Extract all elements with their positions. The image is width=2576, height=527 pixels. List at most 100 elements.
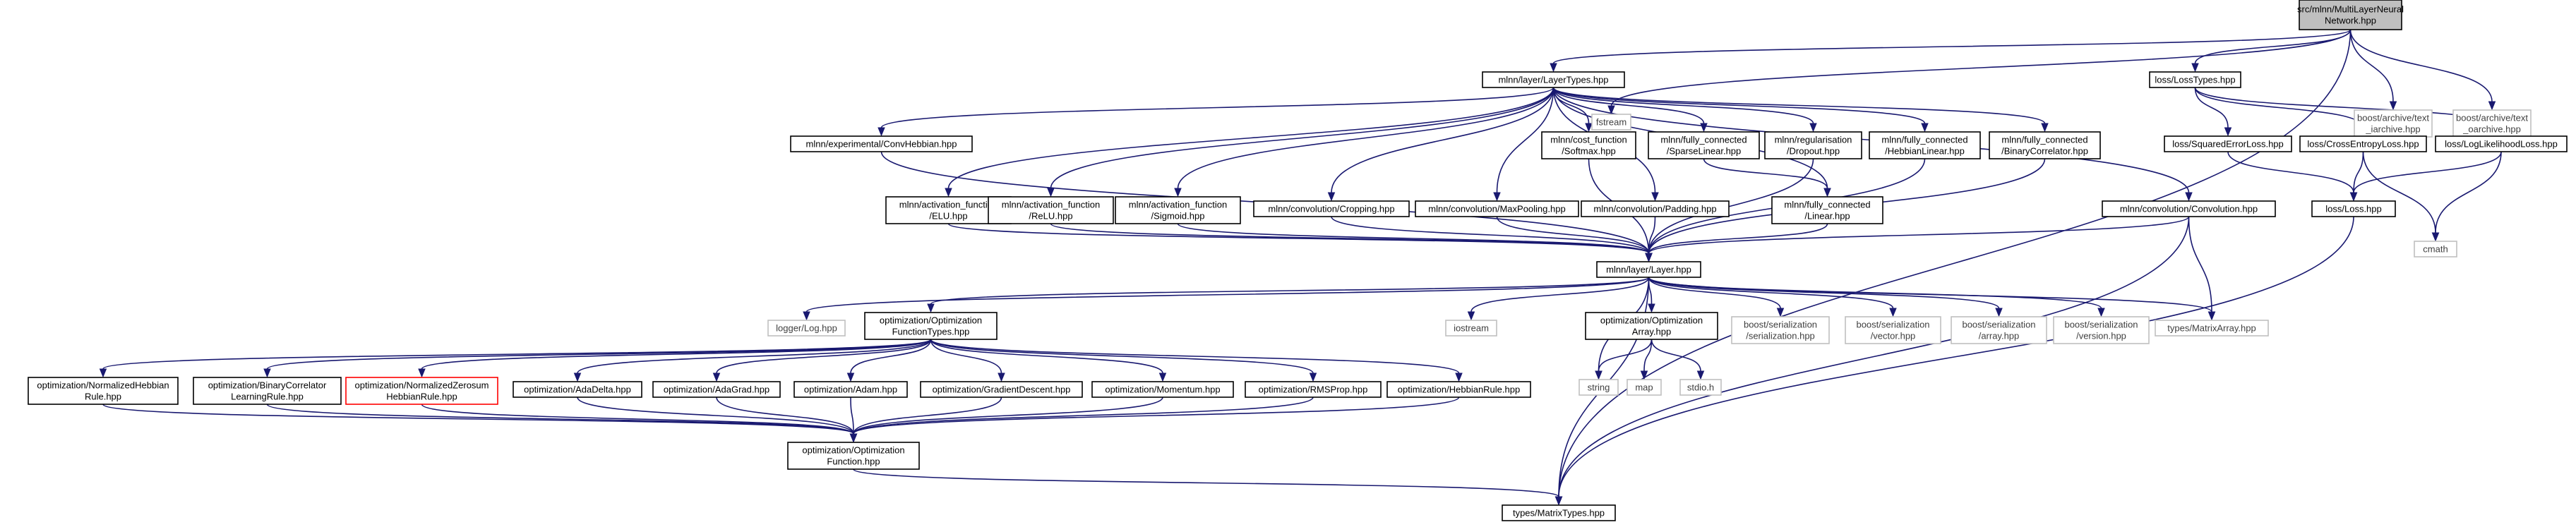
node-label: optimization/Optimization [1600,315,1703,326]
node-label: mlnn/cost_function [1550,135,1627,145]
node-optimization-optimizationfunctiontypes-hpp[interactable]: optimization/OptimizationFunctionTypes.h… [864,312,998,340]
node-box [1482,71,1625,88]
edge-opttypes-to-rmsprop [930,339,1317,382]
node-label: optimization/BinaryCorrelator [208,380,327,391]
node-mlnn-convolution-cropping-hpp[interactable]: mlnn/convolution/Cropping.hpp [1253,200,1410,217]
node-box [1091,381,1234,398]
node-string: string [1578,379,1619,396]
node-optimization-normalizedzerosumhebbianrule-hpp[interactable]: optimization/NormalizedZerosumHebbianRul… [345,377,498,405]
node-box [920,381,1083,398]
edge-layertypes-to-relu [1047,87,1554,198]
node-label: mlnn/convolution/Cropping.hpp [1268,204,1394,214]
node-label: boost/serialization [2064,320,2138,330]
node-label: src/mlnn/MultiLayerNeural [2297,4,2404,15]
node-label: _oarchive.hpp [2462,124,2521,135]
node-optimization-hebbianrule-hpp[interactable]: optimization/HebbianRule.hpp [1386,381,1531,398]
node-label: stdio.h [1687,382,1714,393]
node-label: boost/serialization [1856,320,1929,330]
node-box [1648,131,1760,159]
node-label: mlnn/layer/LayerTypes.hpp [1498,75,1608,85]
edge-root-to-boost_text_iarchive [2349,29,2397,111]
node-label: /vector.hpp [1871,331,1916,341]
edge-sparselinear-to-linear [1703,158,1831,198]
node-label: /ReLU.hpp [1029,211,1072,222]
node-mlnn-activation-function-relu-hpp[interactable]: mlnn/activation_function/ReLU.hpp [988,196,1114,224]
node-label: optimization/Optimization [880,315,982,326]
edge-convolution-to-matrixtypes [1554,216,2190,506]
node-box [2452,109,2532,138]
node-mlnn-convolution-maxpooling-hpp[interactable]: mlnn/convolution/MaxPooling.hpp [1415,200,1579,217]
edge-root-to-fstream [1607,29,2352,115]
edge-layertypes-to-elu [945,87,1554,198]
node-loss-squarederrorloss-hpp[interactable]: loss/SquaredErrorLoss.hpp [2164,135,2292,152]
node-box [1253,200,1410,217]
node-label: Function.hpp [827,456,880,467]
node-box [1627,379,1662,396]
node-label: loss/LogLikelihoodLoss.hpp [2445,139,2558,150]
edge-layertypes-to-convhebbian [877,87,1554,137]
node-label: optimization/HebbianRule.hpp [1398,384,1520,395]
node-mlnn-convolution-convolution-hpp[interactable]: mlnn/convolution/Convolution.hpp [2102,200,2276,217]
node-box [1415,200,1579,217]
node-label: LearningRule.hpp [231,392,304,402]
node-optimization-gradientdescent-hpp[interactable]: optimization/GradientDescent.hpp [920,381,1083,398]
node-optimization-rmsprop-hpp[interactable]: optimization/RMSProp.hpp [1245,381,1382,398]
node-label: mlnn/regularisation [1775,135,1852,145]
node-box [513,381,642,398]
node-label: FunctionTypes.hpp [892,327,970,337]
node-mlnn-regularisation-dropout-hpp[interactable]: mlnn/regularisation/Dropout.hpp [1764,131,1862,159]
node-label: /version.hpp [2076,331,2126,341]
node-box [1845,316,1941,344]
node-label: cmath [2423,244,2448,255]
node-label: /SparseLinear.hpp [1667,146,1742,157]
node-box [193,377,342,405]
node-box [652,381,781,398]
edge-opttypes-to-nzerosum [418,339,932,378]
node-mlnn-activation-function-sigmoid-hpp[interactable]: mlnn/activation_function/Sigmoid.hpp [1115,196,1241,224]
node-label: optimization/Adam.hpp [804,384,897,395]
node-optimization-adam-hpp[interactable]: optimization/Adam.hpp [793,381,908,398]
node-mlnn-fully-connected-hebbianlinear-hpp[interactable]: mlnn/fully_connected/HebbianLinear.hpp [1869,131,1981,159]
node-mlnn-fully-connected-linear-hpp[interactable]: mlnn/fully_connected/Linear.hpp [1771,196,1883,224]
node-mlnn-cost-function-softmax-hpp[interactable]: mlnn/cost_function/Softmax.hpp [1541,131,1636,159]
edge-loglikelihood-to-cmath [2431,151,2502,242]
node-loss-loss-hpp[interactable]: loss/Loss.hpp [2311,200,2396,217]
node-optimization-adagrad-hpp[interactable]: optimization/AdaGrad.hpp [652,381,781,398]
node-optimization-adadelta-hpp[interactable]: optimization/AdaDelta.hpp [513,381,642,398]
edge-layer-to-bs_array [1648,277,2003,317]
node-loss-crossentropyloss-hpp[interactable]: loss/CrossEntropyLoss.hpp [2299,135,2427,152]
node-label: mlnn/convolution/Padding.hpp [1593,204,1716,214]
node-box [2149,71,2241,88]
node-label: boost/serialization [1744,320,1817,330]
node-box [2155,320,2269,337]
node-mlnn-fully-connected-sparselinear-hpp[interactable]: mlnn/fully_connected/SparseLinear.hpp [1648,131,1760,159]
node-label: mlnn/fully_connected [1881,135,1967,145]
edge-opttypes-to-nhebbian [99,339,932,378]
node-mlnn-experimental-convhebbian-hpp[interactable]: mlnn/experimental/ConvHebbian.hpp [790,135,973,152]
edge-opttypes-to-momentum [930,339,1167,382]
node-mlnn-fully-connected-binarycorrelator-hpp[interactable]: mlnn/fully_connected/BinaryCorrelator.hp… [1989,131,2101,159]
node-optimization-binarycorrelatorlearningrule-hpp[interactable]: optimization/BinaryCorrelatorLearningRul… [193,377,342,405]
node-loss-losstypes-hpp[interactable]: loss/LossTypes.hpp [2149,71,2241,88]
node-label: /Linear.hpp [1804,211,1850,222]
node-label: /Sigmoid.hpp [1151,211,1205,222]
node-box [1578,379,1619,396]
node-mlnn-layer-layer-hpp[interactable]: mlnn/layer/Layer.hpp [1596,261,1701,278]
node-stdio-h: stdio.h [1679,379,1722,396]
node-optimization-momentum-hpp[interactable]: optimization/Momentum.hpp [1091,381,1234,398]
edge-layertypes-to-maxpooling [1493,87,1554,202]
node-mlnn-layer-layertypes-hpp[interactable]: mlnn/layer/LayerTypes.hpp [1482,71,1625,88]
node-label: optimization/Momentum.hpp [1105,384,1220,395]
node-label: loss/SquaredErrorLoss.hpp [2172,139,2284,150]
node-types-matrixtypes-hpp[interactable]: types/MatrixTypes.hpp [1502,504,1616,521]
node-box [1731,316,1830,344]
node-mlnn-convolution-padding-hpp[interactable]: mlnn/convolution/Padding.hpp [1581,200,1730,217]
node-logger-log-hpp: logger/Log.hpp [767,320,846,337]
node-loss-loglikelihoodloss-hpp[interactable]: loss/LogLikelihoodLoss.hpp [2435,135,2568,152]
node-box [1115,196,1241,224]
